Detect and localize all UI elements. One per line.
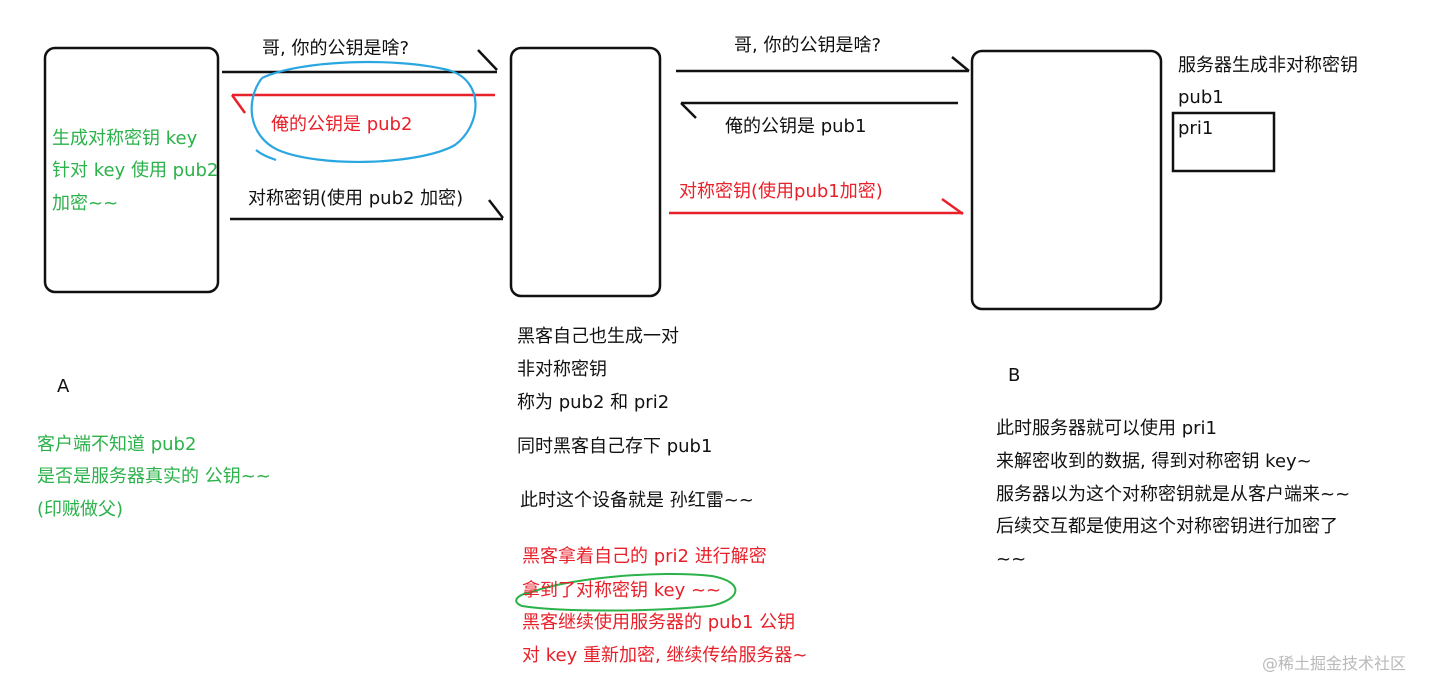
server-keygen-line-1: 服务器生成非对称密钥 xyxy=(1178,55,1358,76)
hacker-note-line-4: 同时黑客自己存下 pub1 xyxy=(517,436,713,457)
label-a-to-hacker-ask: 哥, 你的公钥是啥? xyxy=(262,38,409,59)
label-hacker-to-b-ask: 哥, 你的公钥是啥? xyxy=(734,35,881,56)
arrow-hacker-to-b-ask-head xyxy=(951,56,970,72)
hacker-red-line-2: 拿到了对称密钥 key ~~ xyxy=(522,580,722,601)
arrow-a-to-hacker-ask-head xyxy=(477,49,498,71)
green-highlight-ellipse xyxy=(515,573,737,612)
hacker-note-line-1: 黑客自己也生成一对 xyxy=(517,326,679,347)
hacker-red-line-4: 对 key 重新加密, 继续传给服务器~ xyxy=(522,645,808,666)
private-key-box xyxy=(1171,111,1276,173)
hacker-red-line-3: 黑客继续使用服务器的 pub1 公钥 xyxy=(522,612,796,633)
server-note-line-4: 后续交互都是使用这个对称密钥进行加密了 xyxy=(996,516,1338,537)
client-box-line-3: 加密~~ xyxy=(52,193,119,214)
arrow-a-to-hacker-key-head xyxy=(488,199,504,219)
hacker-box xyxy=(509,46,662,298)
hacker-note-line-2: 非对称密钥 xyxy=(517,359,607,380)
label-hacker-to-b-key: 对称密钥(使用pub1加密) xyxy=(679,181,883,202)
server-private-key: pri1 xyxy=(1178,118,1214,139)
hacker-note-line-3: 称为 pub2 和 pri2 xyxy=(517,392,670,413)
watermark: @稀土掘金技术社区 xyxy=(1262,654,1407,673)
label-b-to-hacker-reply: 俺的公钥是 pub1 xyxy=(725,116,867,137)
server-note-line-2: 来解密收到的数据, 得到对称密钥 key~ xyxy=(996,451,1312,472)
server-label: B xyxy=(1008,365,1021,386)
client-box-line-1: 生成对称密钥 key xyxy=(52,128,198,149)
blue-highlight-circle xyxy=(250,60,477,163)
client-label: A xyxy=(57,376,70,397)
hacker-note-line-5: 此时这个设备就是 孙红雷~~ xyxy=(520,490,754,511)
server-box xyxy=(970,49,1163,311)
arrow-b-to-hacker-reply-head xyxy=(680,102,697,119)
hacker-red-line-1: 黑客拿着自己的 pri2 进行解密 xyxy=(522,546,767,567)
label-a-to-hacker-key: 对称密钥(使用 pub2 加密) xyxy=(248,188,464,209)
server-keygen-line-2: pub1 xyxy=(1178,87,1224,108)
client-note-line-1: 客户端不知道 pub2 xyxy=(37,434,197,455)
client-note-line-3: (印贼做父) xyxy=(37,499,124,520)
label-hacker-to-a-reply: 俺的公钥是 pub2 xyxy=(271,114,413,135)
arrow-hacker-to-a-reply-head xyxy=(230,94,247,114)
client-note-line-2: 是否是服务器真实的 公钥~~ xyxy=(37,466,271,487)
server-note-line-1: 此时服务器就可以使用 pri1 xyxy=(996,418,1217,439)
client-box xyxy=(43,46,220,294)
server-note-line-5: ~~ xyxy=(996,549,1027,570)
client-box-line-2: 针对 key 使用 pub2 xyxy=(52,160,219,181)
arrow-hacker-to-b-key-head xyxy=(941,197,964,216)
server-note-line-3: 服务器以为这个对称密钥就是从客户端来~~ xyxy=(996,484,1351,505)
